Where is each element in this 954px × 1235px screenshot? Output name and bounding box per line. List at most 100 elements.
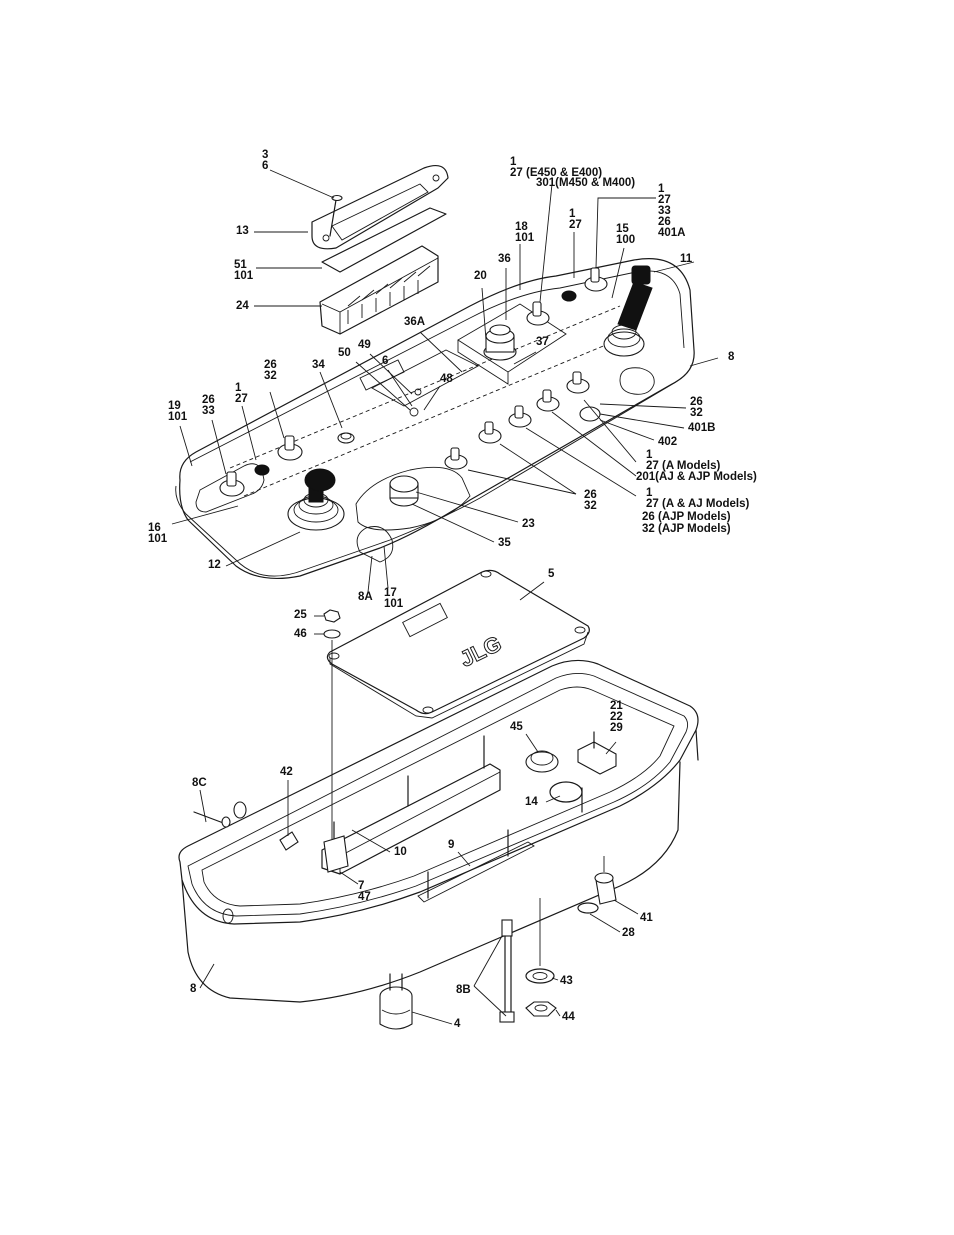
toggle-switch-left-2 <box>277 435 303 461</box>
callout-line: 26 <box>584 489 597 501</box>
callout-line: 25 <box>294 609 307 621</box>
rotary-knob <box>389 475 419 507</box>
callout-line: 26 <box>658 216 671 228</box>
callout-line: 101 <box>515 232 535 244</box>
callout-line: 33 <box>202 405 215 417</box>
connector-45 <box>525 750 559 773</box>
callout-line: 27 <box>235 393 248 405</box>
callout-line: 26 <box>690 396 703 408</box>
callout-51-101: 51 101 <box>234 259 254 282</box>
callout-9: 9 <box>448 839 455 851</box>
callout-line: 51 <box>234 259 247 271</box>
callout-8a: 8A <box>358 591 373 603</box>
callout-line: 24 <box>236 300 249 312</box>
callout-line: 5 <box>548 568 555 580</box>
callout-35: 35 <box>498 537 511 549</box>
callout-line: 27 (E450 & E400) <box>510 167 603 179</box>
joystick-right <box>603 265 653 357</box>
switch-guard <box>319 245 439 335</box>
callout-8b: 8B <box>456 984 471 996</box>
callout-line: 8B <box>456 984 471 996</box>
callout-6: 6 <box>382 355 388 367</box>
callout-line: 49 <box>358 339 371 351</box>
callout-line: 46 <box>294 628 307 640</box>
callout-26-32-mid: 26 32 <box>584 489 597 512</box>
callout-line: 1 <box>510 156 517 168</box>
callout-48: 48 <box>440 373 453 385</box>
callout-1-27-33-26-401a: 1 27 33 26 401A <box>658 183 686 239</box>
callout-37: 37 <box>536 336 549 348</box>
callout-18-101: 18 101 <box>515 221 535 244</box>
callout-10: 10 <box>394 846 407 858</box>
enclosure-box <box>178 659 699 1003</box>
callout-line: 4 <box>454 1018 461 1030</box>
callout-line: 8 <box>190 983 197 995</box>
callout-line: 37 <box>536 336 549 348</box>
bar-9 <box>407 775 535 903</box>
callout-line: 36 <box>498 253 511 265</box>
callout-line: 48 <box>440 373 453 385</box>
callout-4: 4 <box>454 1018 461 1030</box>
callout-line: 9 <box>448 839 455 851</box>
callout-401b: 401B <box>688 422 716 434</box>
callout-8c: 8C <box>192 777 207 789</box>
emergency-stop-button <box>483 324 517 361</box>
callout-line: 35 <box>498 537 511 549</box>
callout-line: 33 <box>658 205 671 217</box>
callout-26-ajp: 26 (AJP Models) <box>642 511 731 523</box>
callout-line: 13 <box>236 225 249 237</box>
toggle-switch-top-1 <box>526 301 550 326</box>
grommet-42 <box>279 831 299 851</box>
callout-3-6: 3 6 <box>262 149 268 172</box>
callout-line: 32 <box>584 500 597 512</box>
indicator-light-right <box>561 290 577 302</box>
callout-15-100: 15 100 <box>616 223 635 246</box>
callout-line: 28 <box>622 927 635 939</box>
callout-1-27-aaj: 1 27 (A & AJ Models) <box>646 487 750 510</box>
rod-8b <box>499 919 515 1023</box>
callout-21-22-29: 21 22 29 <box>610 700 623 734</box>
callout-line: 26 <box>264 359 277 371</box>
callout-line: 101 <box>384 598 404 610</box>
callout-8-top: 8 <box>728 351 734 363</box>
callout-402: 402 <box>658 436 677 448</box>
callout-line: 17 <box>384 587 397 599</box>
toggle-switch-left-1 <box>219 471 245 497</box>
callout-line: 34 <box>312 359 325 371</box>
callout-26-32-left: 26 32 <box>264 359 277 382</box>
callout-line: 401A <box>658 227 686 239</box>
nut-44 <box>525 1001 557 1017</box>
control-panel-top <box>175 258 695 580</box>
callout-line: 43 <box>560 975 573 987</box>
standoff-7 <box>323 835 349 873</box>
callout-line: 301(M450 & M400) <box>536 177 636 189</box>
callout-41: 41 <box>640 912 653 924</box>
toggle-switch-mid-2 <box>478 421 502 444</box>
callout-36a: 36A <box>404 316 425 328</box>
callout-line: 7 <box>358 880 365 892</box>
callout-1-27-e450: 1 27 (E450 & E400) <box>510 156 603 179</box>
callout-line: 32 <box>264 370 277 382</box>
callout-26-33-left: 26 33 <box>202 394 215 417</box>
relay-21 <box>577 731 617 775</box>
callout-1-27-left: 1 27 <box>235 382 248 405</box>
callout-line: 101 <box>234 270 254 282</box>
toggle-switch-mid-3 <box>508 405 532 428</box>
callout-line: 23 <box>522 518 535 530</box>
callout-line: 32 <box>690 407 703 419</box>
washer-43 <box>525 898 555 984</box>
callout-16-101: 16 101 <box>148 522 167 545</box>
callout-line: 11 <box>680 253 693 265</box>
callout-line: 1 <box>235 382 242 394</box>
bolt-8c <box>193 801 247 828</box>
callout-20: 20 <box>474 270 487 282</box>
callout-line: 45 <box>510 721 523 733</box>
callout-23: 23 <box>522 518 535 530</box>
callout-line: 10 <box>394 846 407 858</box>
toggle-switch-mid-4 <box>536 389 560 412</box>
callout-line: 27 (A & AJ Models) <box>646 498 750 510</box>
callout-line: 27 <box>569 219 582 231</box>
callout-line: 101 <box>168 411 188 423</box>
screw <box>329 194 343 237</box>
